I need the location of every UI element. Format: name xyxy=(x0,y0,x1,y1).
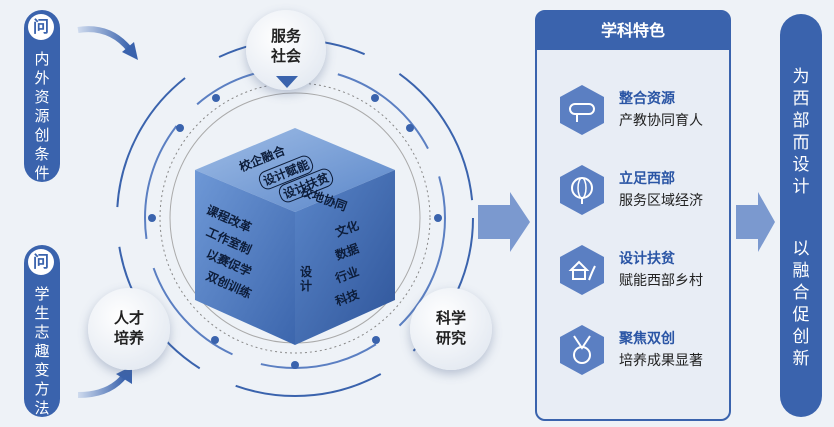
feature-title: 整合资源 xyxy=(619,91,675,107)
cube-right-group-label: 设计 xyxy=(300,265,313,293)
arrow-to-panel xyxy=(478,192,530,252)
ring-dots xyxy=(148,94,442,369)
left-pill-resources-text: 内外资源创条件 xyxy=(34,50,50,182)
node-service-society: 服务 社会 xyxy=(246,10,326,90)
feature-item: 聚焦双创 培养成果显著 xyxy=(559,324,729,384)
node-talent-training: 人才 培养 xyxy=(88,288,170,370)
arrow-head xyxy=(116,366,132,384)
arrow-head xyxy=(122,42,138,60)
left-pill-students: 问 学生志趣变方法 xyxy=(24,245,60,417)
left-pill-resources: 问 内外资源创条件 xyxy=(24,10,60,182)
feature-item: 整合资源 产教协同育人 xyxy=(559,84,729,144)
cube-left-face xyxy=(195,170,295,345)
feature-subtitle: 培养成果显著 xyxy=(619,353,703,369)
feature-item: 设计扶贫 赋能西部乡村 xyxy=(559,244,729,304)
slogan-line-1: 为西部而设计 xyxy=(792,67,810,197)
arrow-to-right-pill xyxy=(736,192,775,252)
node-service-society-label: 服务 社会 xyxy=(270,27,301,65)
down-triangle-icon xyxy=(276,76,298,88)
feature-subtitle: 产教协同育人 xyxy=(619,113,703,129)
node-talent-training-label: 人才 培养 xyxy=(113,309,144,347)
feature-title: 聚焦双创 xyxy=(619,331,675,347)
diploma-icon xyxy=(560,85,604,135)
village-icon xyxy=(560,245,604,295)
question-icon: 问 xyxy=(28,249,54,275)
node-scientific-research-label: 科学 研究 xyxy=(435,309,466,347)
feature-title: 设计扶贫 xyxy=(619,251,675,267)
feature-subtitle: 服务区域经济 xyxy=(619,193,703,209)
slogan-line-2: 以融合促创新 xyxy=(792,239,810,369)
feature-subtitle: 赋能西部乡村 xyxy=(619,273,703,289)
arrow-bottom-left xyxy=(77,373,128,398)
feature-title: 立足西部 xyxy=(619,171,675,187)
feature-item: 立足西部 服务区域经济 xyxy=(559,164,729,224)
medal-icon xyxy=(560,325,604,375)
node-scientific-research: 科学 研究 xyxy=(410,288,492,370)
arrow-top-left xyxy=(77,26,133,52)
question-icon: 问 xyxy=(28,14,54,40)
cube-right-face xyxy=(295,170,395,345)
left-pill-students-text: 学生志趣变方法 xyxy=(34,285,50,417)
right-pill-slogan: 为西部而设计 以融合促创新 xyxy=(780,14,822,417)
globe-icon xyxy=(560,165,604,215)
feature-panel: 学科特色 整合资源 产教协同育人 立足西部 服务区域经济 设计扶贫 赋能西部乡村… xyxy=(535,10,731,421)
panel-title: 学科特色 xyxy=(537,12,729,50)
